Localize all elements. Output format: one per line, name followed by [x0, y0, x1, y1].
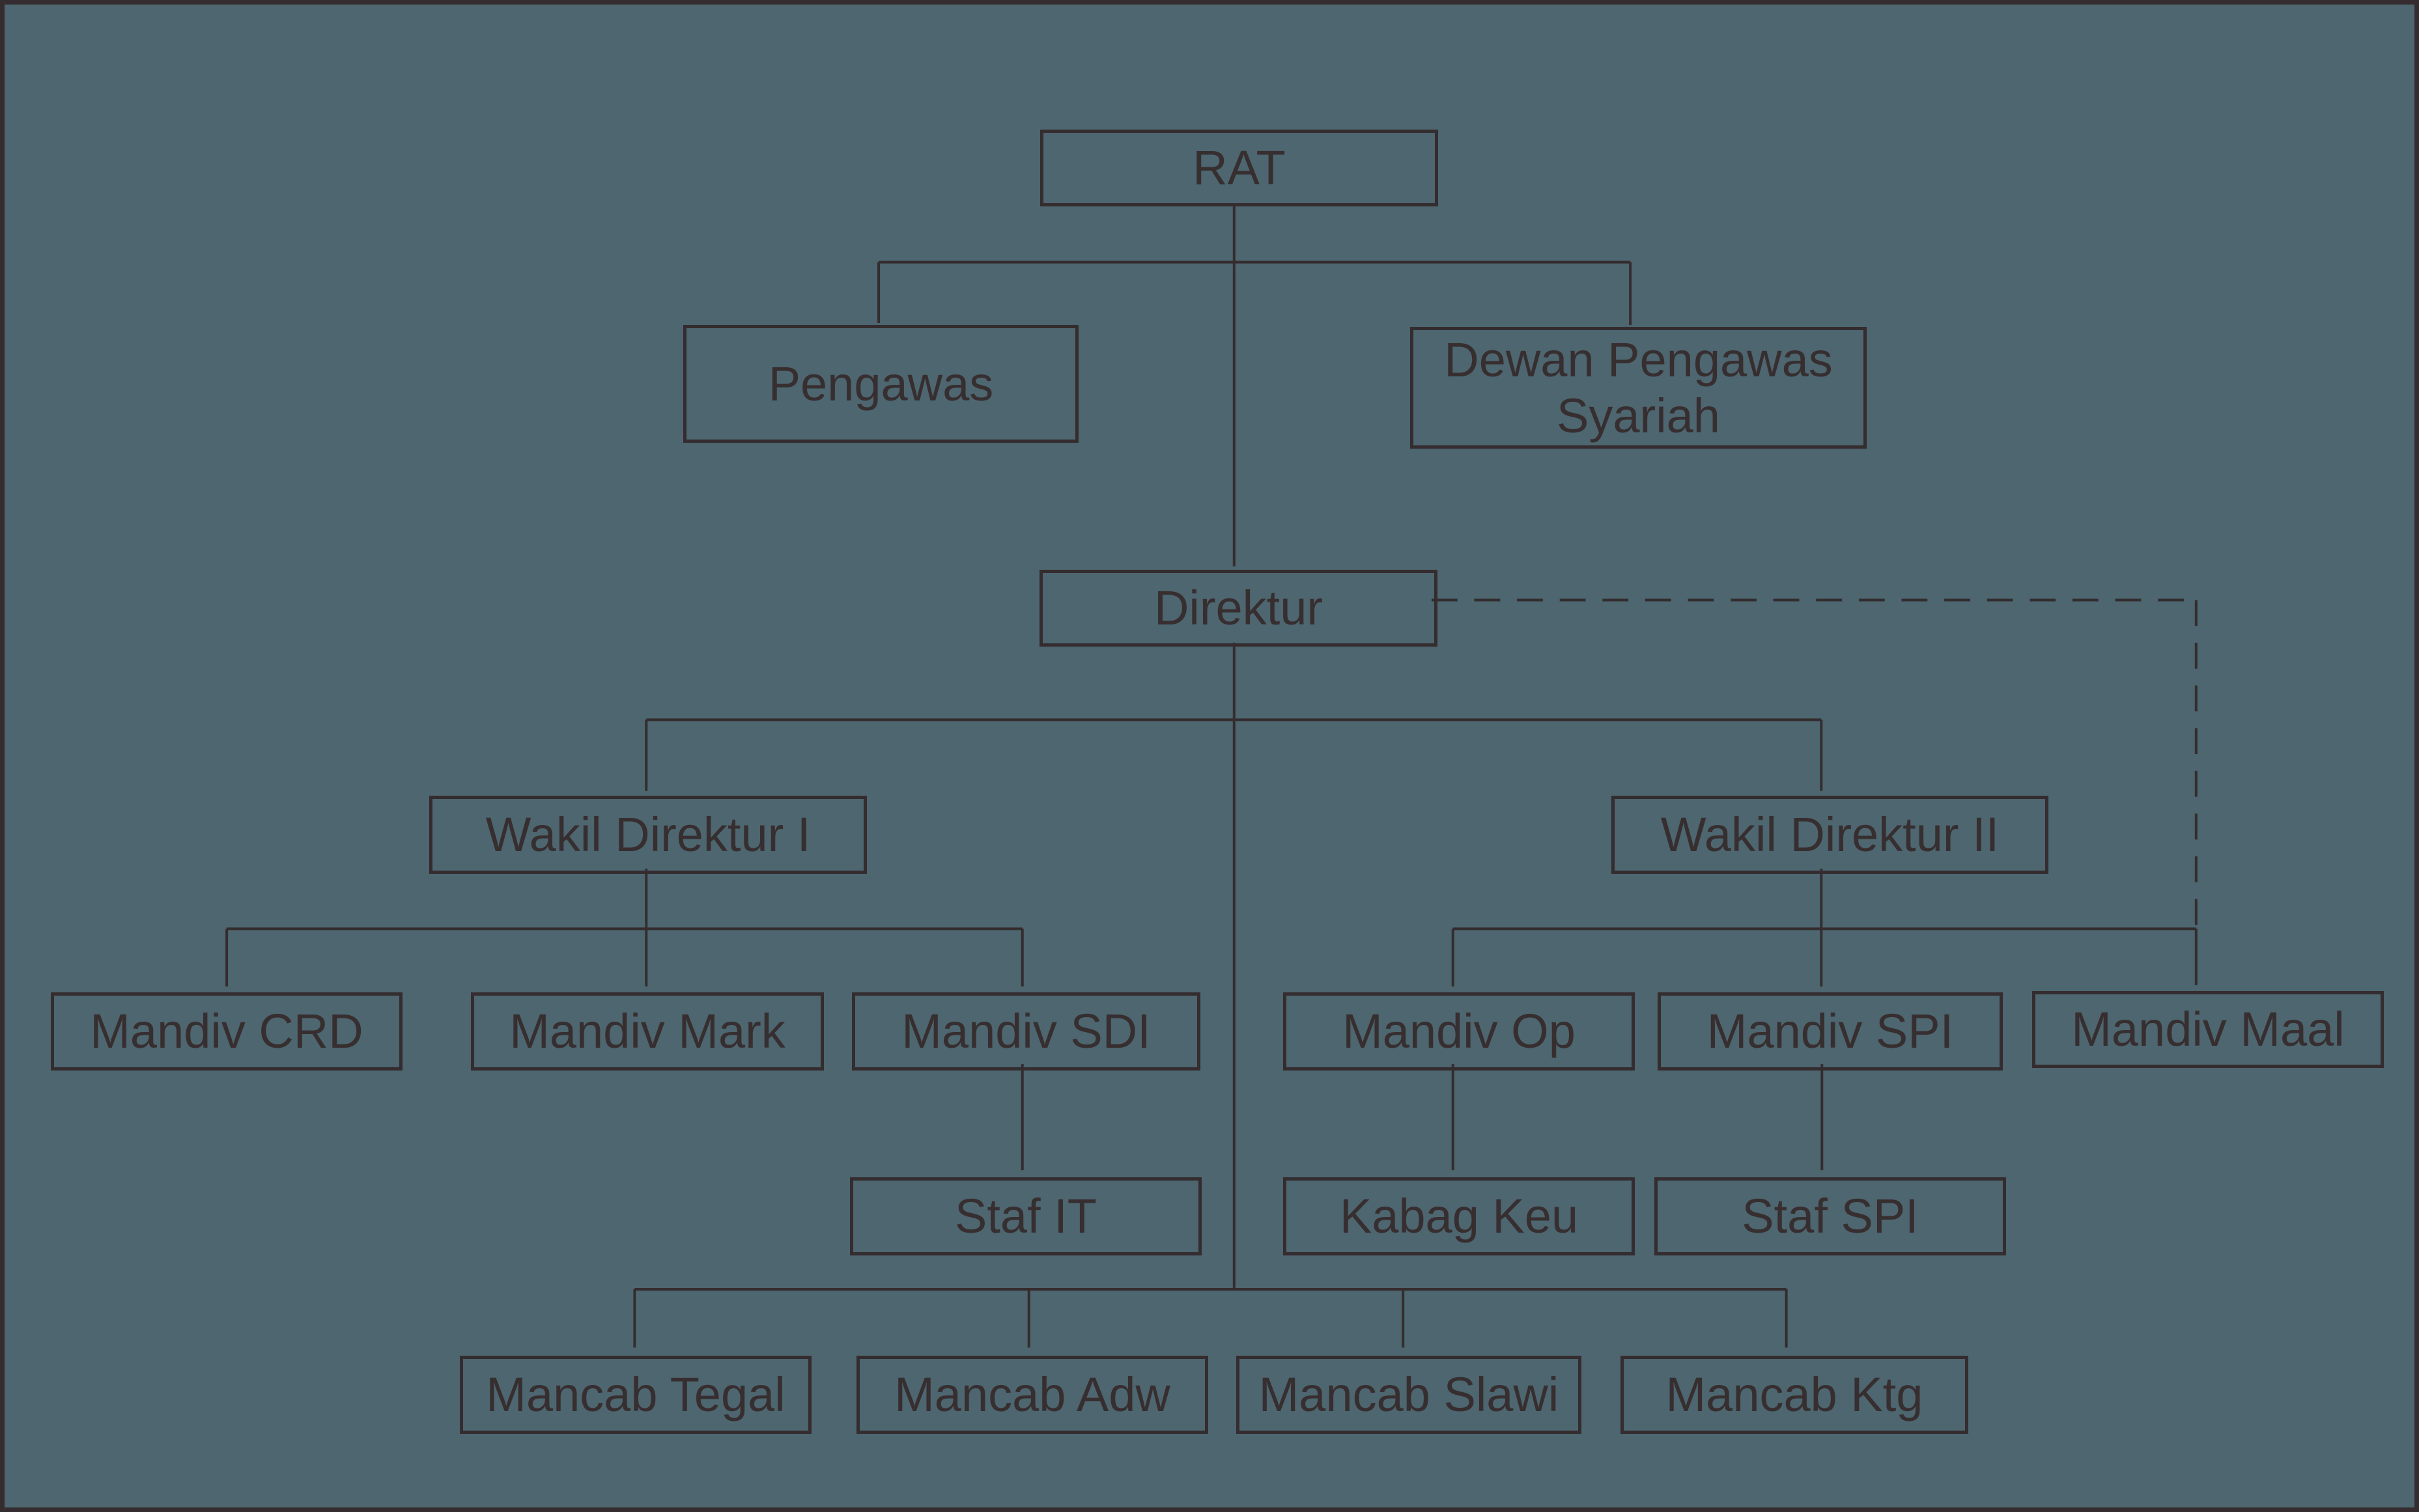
- dashed-connector-direktur-mandiv-maal: [1431, 598, 2198, 929]
- org-node-mandiv-crd: Mandiv CRD: [51, 992, 403, 1071]
- org-node-mandiv-mark: Mandiv Mark: [471, 992, 824, 1071]
- org-node-mandiv-op: Mandiv Op: [1283, 992, 1635, 1071]
- org-node-wakil-direktur-2: Wakil Direktur II: [1611, 796, 2048, 874]
- org-node-mandiv-sdi: Mandiv SDI: [852, 992, 1200, 1071]
- org-node-mancab-tegal: Mancab Tegal: [460, 1356, 812, 1434]
- org-node-wakil-direktur-1: Wakil Direktur I: [429, 796, 867, 874]
- org-node-dewan-pengawas-syariah: Dewan Pengawas Syariah: [1410, 327, 1867, 449]
- org-node-mancab-adw: Mancab Adw: [856, 1356, 1208, 1434]
- org-node-mandiv-maal: Mandiv Maal: [2032, 991, 2384, 1068]
- org-node-mandiv-spi: Mandiv SPI: [1658, 992, 2003, 1071]
- connector-lines: [225, 205, 2198, 1348]
- solid-connectors: [225, 205, 2198, 1348]
- org-node-mancab-ktg: Mancab Ktg: [1620, 1356, 1968, 1434]
- org-node-pengawas: Pengawas: [683, 325, 1079, 443]
- org-node-staf-spi: Staf SPI: [1654, 1177, 2006, 1255]
- org-node-kabag-keu: Kabag Keu: [1283, 1177, 1635, 1255]
- org-node-rat: RAT: [1040, 130, 1438, 206]
- org-node-mancab-slawi: Mancab Slawi: [1236, 1356, 1581, 1434]
- org-node-staf-it: Staf IT: [850, 1177, 1202, 1255]
- org-node-direktur: Direktur: [1040, 570, 1437, 647]
